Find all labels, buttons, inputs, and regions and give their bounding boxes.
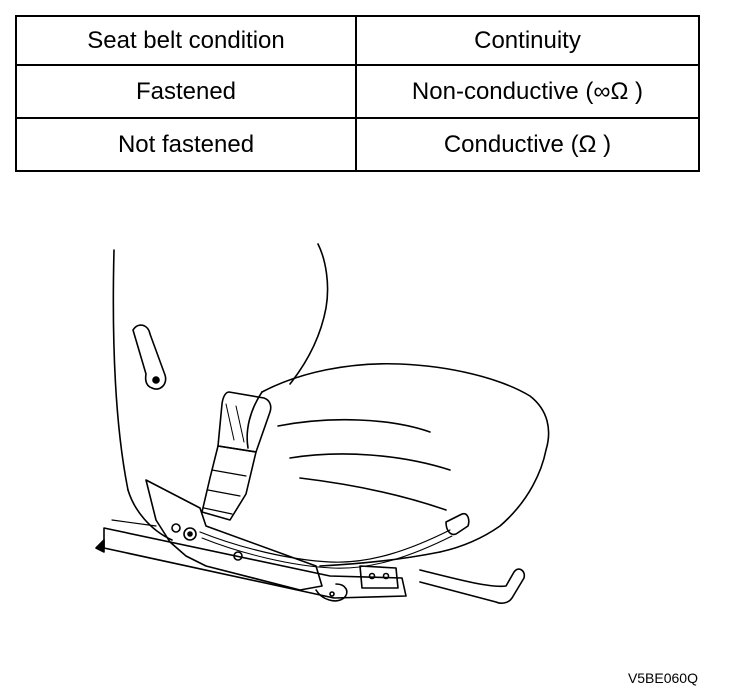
seat-slide-lever	[420, 569, 524, 603]
cell-condition-fastened: Fastened	[15, 64, 357, 119]
seat-slide-rail	[96, 520, 406, 598]
table-row: Fastened Non-conductive (∞Ω )	[15, 64, 700, 119]
continuity-table: Seat belt condition Continuity Fastened …	[15, 15, 700, 172]
seat-frame-bracket	[146, 480, 347, 601]
seat-cushion	[247, 364, 548, 566]
figure-code: V5BE060Q	[627, 670, 698, 686]
recliner-lever	[133, 325, 166, 389]
seat-belt-buckle	[202, 392, 271, 520]
table-header-row: Seat belt condition Continuity	[15, 15, 700, 66]
cell-continuity-not-fastened: Conductive (Ω )	[355, 117, 700, 172]
cell-condition-not-fastened: Not fastened	[15, 117, 357, 172]
table-row: Not fastened Conductive (Ω )	[15, 117, 700, 172]
seat-illustration	[80, 240, 560, 620]
header-seat-belt-condition: Seat belt condition	[15, 15, 357, 66]
header-continuity: Continuity	[355, 15, 700, 66]
buckle-wire-harness	[200, 514, 469, 569]
seat-back	[113, 244, 327, 540]
cell-continuity-fastened: Non-conductive (∞Ω )	[355, 64, 700, 119]
